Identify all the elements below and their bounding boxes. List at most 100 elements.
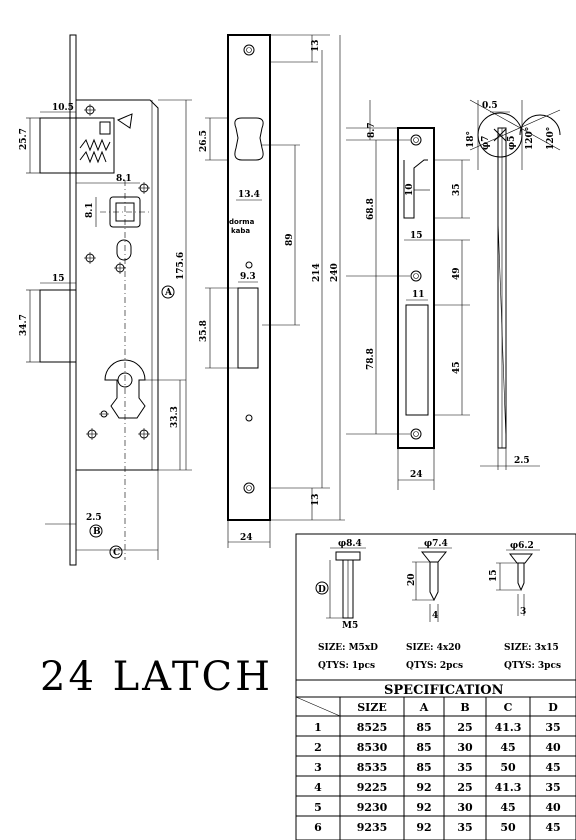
spec-cell: 85 [416, 721, 431, 734]
spec-cell: 85 [416, 761, 431, 774]
spec-header-a: A [419, 701, 429, 714]
label-a: A [164, 288, 173, 298]
screw-1-dia: φ8.4 [338, 539, 362, 549]
brand-line-1: dorma [229, 218, 255, 226]
faceplate-front-view: dorma kaba 13 26.5 13.4 89 9.3 35.8 214 … [199, 34, 345, 548]
spec-cell: 6 [314, 821, 322, 834]
spec-cell: 35 [457, 821, 472, 834]
dim-0-5: 0.5 [482, 101, 498, 111]
dim-13-4: 13.4 [238, 190, 260, 200]
dim-2-5-right: 2.5 [514, 456, 530, 466]
screw-3-size: SIZE: 3x15 [504, 643, 559, 653]
spec-cell: 25 [457, 781, 472, 794]
spec-cell: 25 [457, 721, 472, 734]
spec-title: SPECIFICATION [384, 683, 504, 698]
screw-3-qty: QTYS: 3pcs [504, 661, 561, 671]
dim-13-bottom: 13 [311, 493, 321, 506]
spec-cell: 92 [416, 781, 431, 794]
spec-cell: 92 [416, 801, 431, 814]
brand-line-2: kaba [231, 227, 260, 235]
dim-13-top: 13 [311, 39, 321, 52]
spec-cell: 50 [500, 821, 516, 834]
spec-header-b: B [460, 701, 469, 714]
dim-49: 49 [452, 267, 462, 280]
screws-box: φ8.4 D M5 SIZE: M5xD QTYS: 1pcs φ7.4 20 … [295, 533, 576, 681]
dim-35-8: 35.8 [199, 320, 209, 342]
lock-body-view: 10.5 25.7 8.1 8.1 15 34.7 175.6 33.3 2.5… [19, 34, 192, 566]
spec-header-c: C [504, 701, 513, 714]
screw-2-len: 20 [407, 573, 417, 586]
screw-1-qty: QTYS: 1pcs [318, 661, 375, 671]
case-screw-holes [84, 104, 150, 440]
dim-15-strike: 15 [410, 231, 423, 241]
dim-24-strike: 24 [410, 470, 423, 480]
dim-8-1-vertical: 8.1 [85, 202, 95, 218]
dim-34-7: 34.7 [19, 314, 29, 336]
dim-18-deg: 18° [466, 131, 476, 148]
dim-120-deg-a: 120° [525, 127, 535, 150]
screw-3-len: 15 [489, 569, 499, 582]
spec-cell: 4 [314, 781, 322, 794]
label-b: B [93, 527, 101, 537]
dim-11: 11 [412, 290, 425, 300]
spec-cell: 8535 [357, 761, 388, 774]
dim-24-faceplate: 24 [240, 533, 253, 543]
spec-cell: 8530 [357, 741, 388, 754]
dim-phi-5: φ5 [507, 136, 517, 150]
drawing-title: 24 LATCH [40, 654, 273, 700]
spec-cell: 85 [416, 741, 431, 754]
spec-cell: 8525 [357, 721, 388, 734]
spec-cell: 40 [545, 801, 561, 814]
spec-cell: 1 [314, 721, 322, 734]
spec-cell: 41.3 [495, 781, 522, 794]
spec-cell: 5 [314, 801, 322, 814]
screw-m5: φ8.4 D M5 SIZE: M5xD QTYS: 1pcs [315, 539, 378, 671]
spec-cell: 92 [416, 821, 431, 834]
dim-175-6: 175.6 [176, 252, 186, 280]
dim-78-8: 78.8 [366, 348, 376, 370]
spec-cell: 45 [500, 741, 515, 754]
spec-cell: 30 [457, 801, 473, 814]
spec-cell: 45 [545, 761, 560, 774]
screw-1-size: SIZE: M5xD [318, 643, 378, 653]
screw-2-size: SIZE: 4x20 [406, 643, 461, 653]
dim-2-5-left: 2.5 [86, 513, 102, 523]
spec-header-d: D [548, 701, 558, 714]
spec-cell: 35 [545, 781, 560, 794]
dim-89: 89 [285, 233, 295, 246]
dim-10-5: 10.5 [52, 103, 74, 113]
dim-phi-7: φ7 [481, 136, 491, 150]
dim-8-7: 8.7 [367, 122, 377, 138]
screw-1-thread: M5 [342, 621, 358, 631]
spec-cell: 50 [500, 761, 516, 774]
dim-120-deg-b: 120° [546, 127, 556, 150]
spec-cell: 35 [545, 721, 560, 734]
dim-26-5: 26.5 [199, 130, 209, 152]
dim-8-1-horizontal: 8.1 [116, 174, 132, 184]
dim-240: 240 [330, 263, 340, 282]
dim-10: 10 [405, 183, 415, 196]
spec-header-size: SIZE [357, 701, 387, 714]
spec-cell: 9225 [357, 781, 388, 794]
spec-cell: 45 [545, 821, 560, 834]
dim-25-7: 25.7 [19, 128, 29, 150]
spec-cell: 35 [457, 761, 472, 774]
dim-33-3: 33.3 [170, 406, 180, 428]
strike-plate-view: 8.7 68.8 10 15 35 49 11 78.8 45 24 [346, 100, 470, 490]
spec-cell: 9235 [357, 821, 388, 834]
spec-cell: 9230 [357, 801, 388, 814]
spec-cell: 2 [314, 741, 322, 754]
screw-2-thread: 4 [432, 611, 438, 621]
screw-4x20: φ7.4 20 4 SIZE: 4x20 QTYS: 2pcs [406, 539, 463, 671]
dim-45: 45 [452, 361, 462, 374]
strike-section-view: 0.5 18° φ7 φ5 120° 120° 2.5 [466, 99, 561, 470]
label-c: C [113, 548, 120, 558]
screw-3-thread: 3 [520, 607, 526, 617]
spec-cell: 40 [545, 741, 561, 754]
spec-cell: 45 [500, 801, 515, 814]
dim-9-3: 9.3 [240, 272, 256, 282]
screw-2-qty: QTYS: 2pcs [406, 661, 463, 671]
spec-cell: 30 [457, 741, 473, 754]
